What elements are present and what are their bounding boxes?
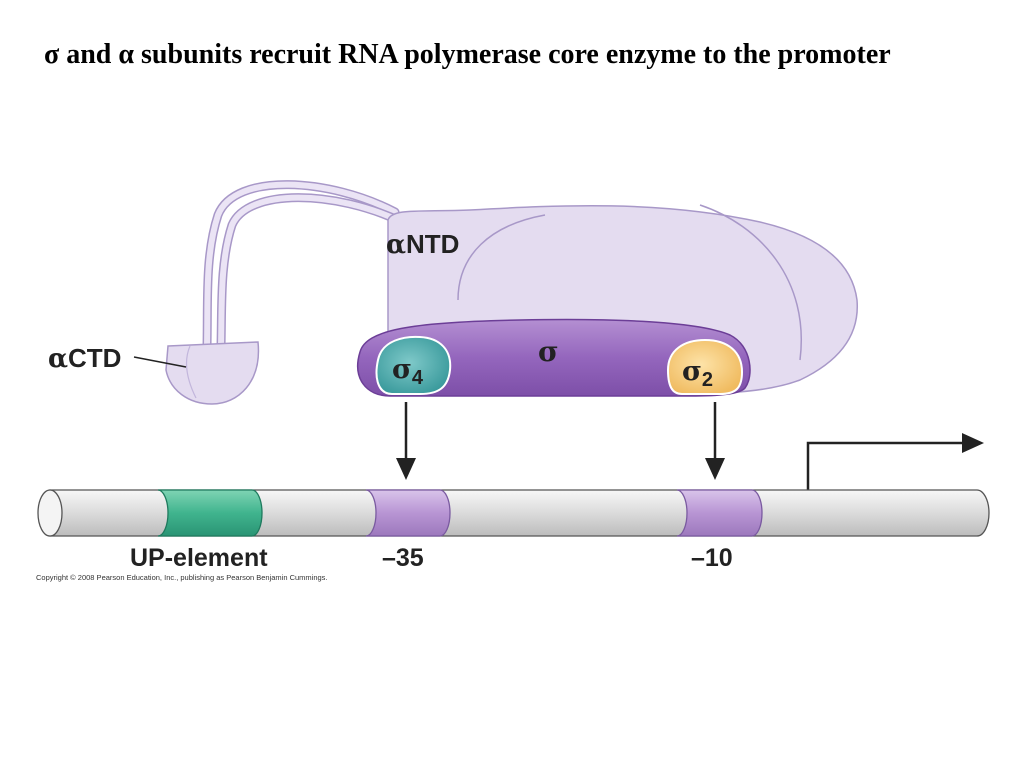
minus35-label: –35 <box>382 544 424 572</box>
alpha-ctd-symbol: α <box>48 344 68 374</box>
sigma4-to-minus35-arrow <box>396 402 416 480</box>
sigma2-subscript: 2 <box>702 369 713 391</box>
title-text-part2: subunits recruit RNA polymerase core enz… <box>134 39 891 70</box>
up-element-box <box>157 489 263 537</box>
alpha-ctd-text: CTD <box>68 343 121 373</box>
alpha-ntd-text: NTD <box>406 229 459 259</box>
slide-title: σ and α subunits recruit RNA polymerase … <box>44 34 984 76</box>
sigma4-label: σ4 <box>392 354 424 389</box>
transcription-start-arrow <box>806 433 984 490</box>
alpha-ctd-domain <box>165 341 260 405</box>
alpha-ntd-symbol: α <box>386 230 406 260</box>
alpha-ctd-leader-line <box>133 356 187 368</box>
title-text-part1: and <box>59 39 119 70</box>
sigma2-symbol: σ <box>682 356 702 387</box>
sigma2-domain <box>666 338 744 395</box>
sigma4-subscript: 4 <box>412 367 424 389</box>
up-element-label: UP-element <box>130 544 268 572</box>
title-sigma-symbol: σ <box>44 39 60 70</box>
alpha-linker <box>202 180 407 351</box>
sigma4-symbol: σ <box>392 354 412 385</box>
copyright-notice: Copyright © 2008 Pearson Education, Inc.… <box>36 573 328 582</box>
minus10-box <box>676 489 763 537</box>
minus35-box <box>365 489 451 537</box>
sigma2-label: σ2 <box>682 356 713 391</box>
sigma-label: σ <box>538 335 559 368</box>
alpha-ntd-label: αNTD <box>386 229 459 260</box>
sigma2-to-minus10-arrow <box>705 402 725 480</box>
sigma-subunit <box>357 318 751 397</box>
sigma4-domain <box>375 335 452 395</box>
dna-strand <box>37 489 990 537</box>
title-alpha-symbol: α <box>118 39 135 70</box>
minus10-label: –10 <box>691 544 733 572</box>
alpha-ctd-label: αCTD <box>48 343 121 374</box>
